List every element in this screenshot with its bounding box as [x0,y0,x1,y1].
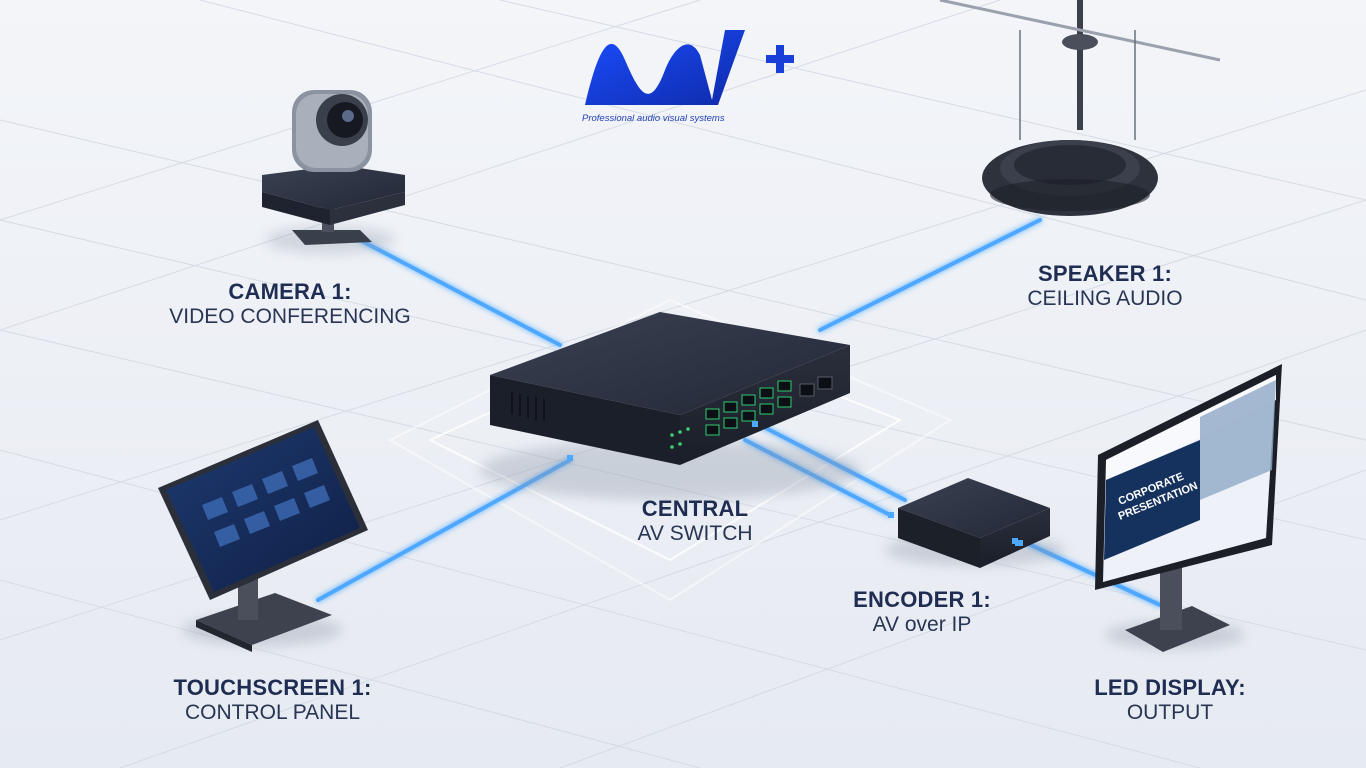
logo-plus [766,45,794,73]
camera-title: CAMERA 1: [228,279,352,304]
speaker-label: SPEAKER 1: CEILING AUDIO [1010,261,1200,310]
sfp-port-2 [817,376,833,390]
camera-label: CAMERA 1: VIDEO CONFERENCING [165,279,415,328]
brand-logo [585,30,794,105]
status-leds [670,427,690,449]
display-title: LED DISPLAY: [1094,675,1246,700]
encoder-title: ENCODER 1: [853,587,991,612]
logo-wave [585,30,745,105]
touchscreen-subtitle: CONTROL PANEL [184,700,361,724]
switch-vent [511,392,545,421]
switch-label: CENTRAL AV SWITCH [610,496,780,545]
sfp-port-1 [799,383,815,397]
cable-speaker [818,218,1042,332]
display-label: LED DISPLAY: OUTPUT [1075,675,1265,724]
cable-camera [358,238,562,347]
touchscreen-title: TOUCHSCREEN 1: [173,675,372,700]
speaker-subtitle: CEILING AUDIO [1027,286,1183,310]
ptz-camera-icon [262,90,405,254]
touchscreen-label: TOUCHSCREEN 1: CONTROL PANEL [150,675,395,724]
encoder-subtitle: AV over IP [872,612,972,636]
network-switch-icon [480,312,860,500]
monitor-icon: CORPORATE PRESENTATION [1095,364,1282,652]
connector-ticks [567,421,1018,544]
ceiling-speaker-icon [939,0,1221,216]
brand-tagline: Professional audio visual systems [582,113,725,124]
switch-ports [705,380,792,436]
speaker-title: SPEAKER 1: [1037,261,1173,286]
touch-panel-icon [158,420,368,652]
encoder-label: ENCODER 1: AV over IP [832,587,1012,636]
touch-tiles [202,458,330,547]
switch-title: CENTRAL [641,496,749,521]
switch-subtitle: AV SWITCH [637,521,753,545]
display-subtitle: OUTPUT [1126,700,1214,724]
camera-subtitle: VIDEO CONFERENCING [169,304,411,328]
